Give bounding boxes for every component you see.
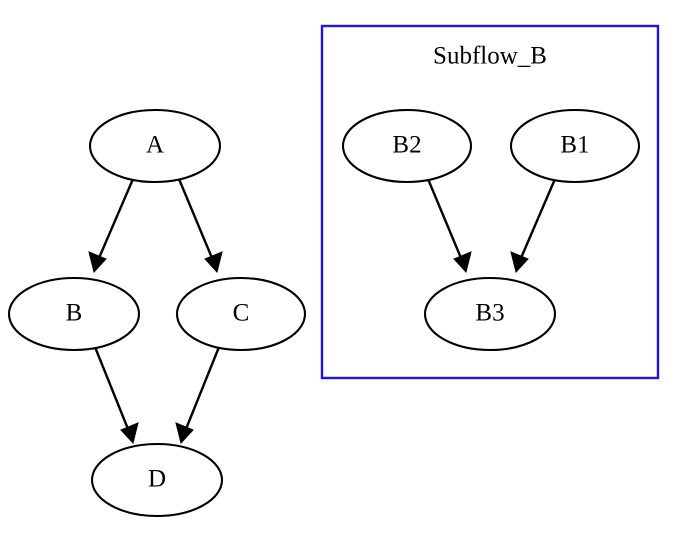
edge-a-c-arrowhead <box>204 251 223 274</box>
edge-b1-b3-arrowhead <box>510 251 529 274</box>
node-c-shape <box>175 276 307 352</box>
node-d-label: D <box>148 466 166 493</box>
edge-a-b[interactable] <box>88 178 135 274</box>
edge-b2-b3[interactable] <box>426 178 472 274</box>
node-b1-shape <box>509 108 641 184</box>
node-d-shape <box>90 442 224 518</box>
edge-b1-b3[interactable] <box>510 178 557 274</box>
node-b3-shape <box>423 276 557 352</box>
edge-a-b-arrowhead <box>88 251 107 274</box>
edge-c-d-arrowhead <box>175 422 194 445</box>
node-a[interactable]: A <box>88 108 222 184</box>
cluster-layer: Subflow_B <box>320 24 660 380</box>
node-b[interactable]: B <box>7 276 141 352</box>
node-b2-shape <box>341 108 473 184</box>
edge-a-c[interactable] <box>177 178 223 274</box>
node-b3-label: B3 <box>475 300 504 327</box>
cluster-subflow-b-border <box>320 24 660 380</box>
edge-b2-b3-arrowhead <box>453 251 472 274</box>
node-layer: A B C D B2 B1 <box>7 108 641 518</box>
node-a-shape <box>88 108 222 184</box>
edge-c-d-line <box>184 346 221 430</box>
node-b2-label: B2 <box>392 132 421 159</box>
node-b1-label: B1 <box>560 132 589 159</box>
edge-b2-b3-line <box>426 178 463 259</box>
node-b2[interactable]: B2 <box>341 108 473 184</box>
cluster-subflow-b-label: Subflow_B <box>433 43 547 70</box>
node-c-label: C <box>233 300 250 327</box>
edge-a-c-line <box>177 178 214 259</box>
edge-b-d[interactable] <box>93 346 139 445</box>
node-b1[interactable]: B1 <box>509 108 641 184</box>
edge-b1-b3-line <box>519 178 557 259</box>
edge-a-b-line <box>97 178 135 259</box>
node-a-label: A <box>146 132 164 159</box>
node-b-shape <box>7 276 141 352</box>
node-b3[interactable]: B3 <box>423 276 557 352</box>
edge-layer <box>88 178 557 445</box>
cluster-subflow-b[interactable]: Subflow_B <box>320 24 660 380</box>
node-d[interactable]: D <box>90 442 224 518</box>
edge-b-d-arrowhead <box>120 422 139 445</box>
node-b-label: B <box>66 300 83 327</box>
edge-c-d[interactable] <box>175 346 221 445</box>
node-c[interactable]: C <box>175 276 307 352</box>
edge-b-d-line <box>93 346 130 430</box>
